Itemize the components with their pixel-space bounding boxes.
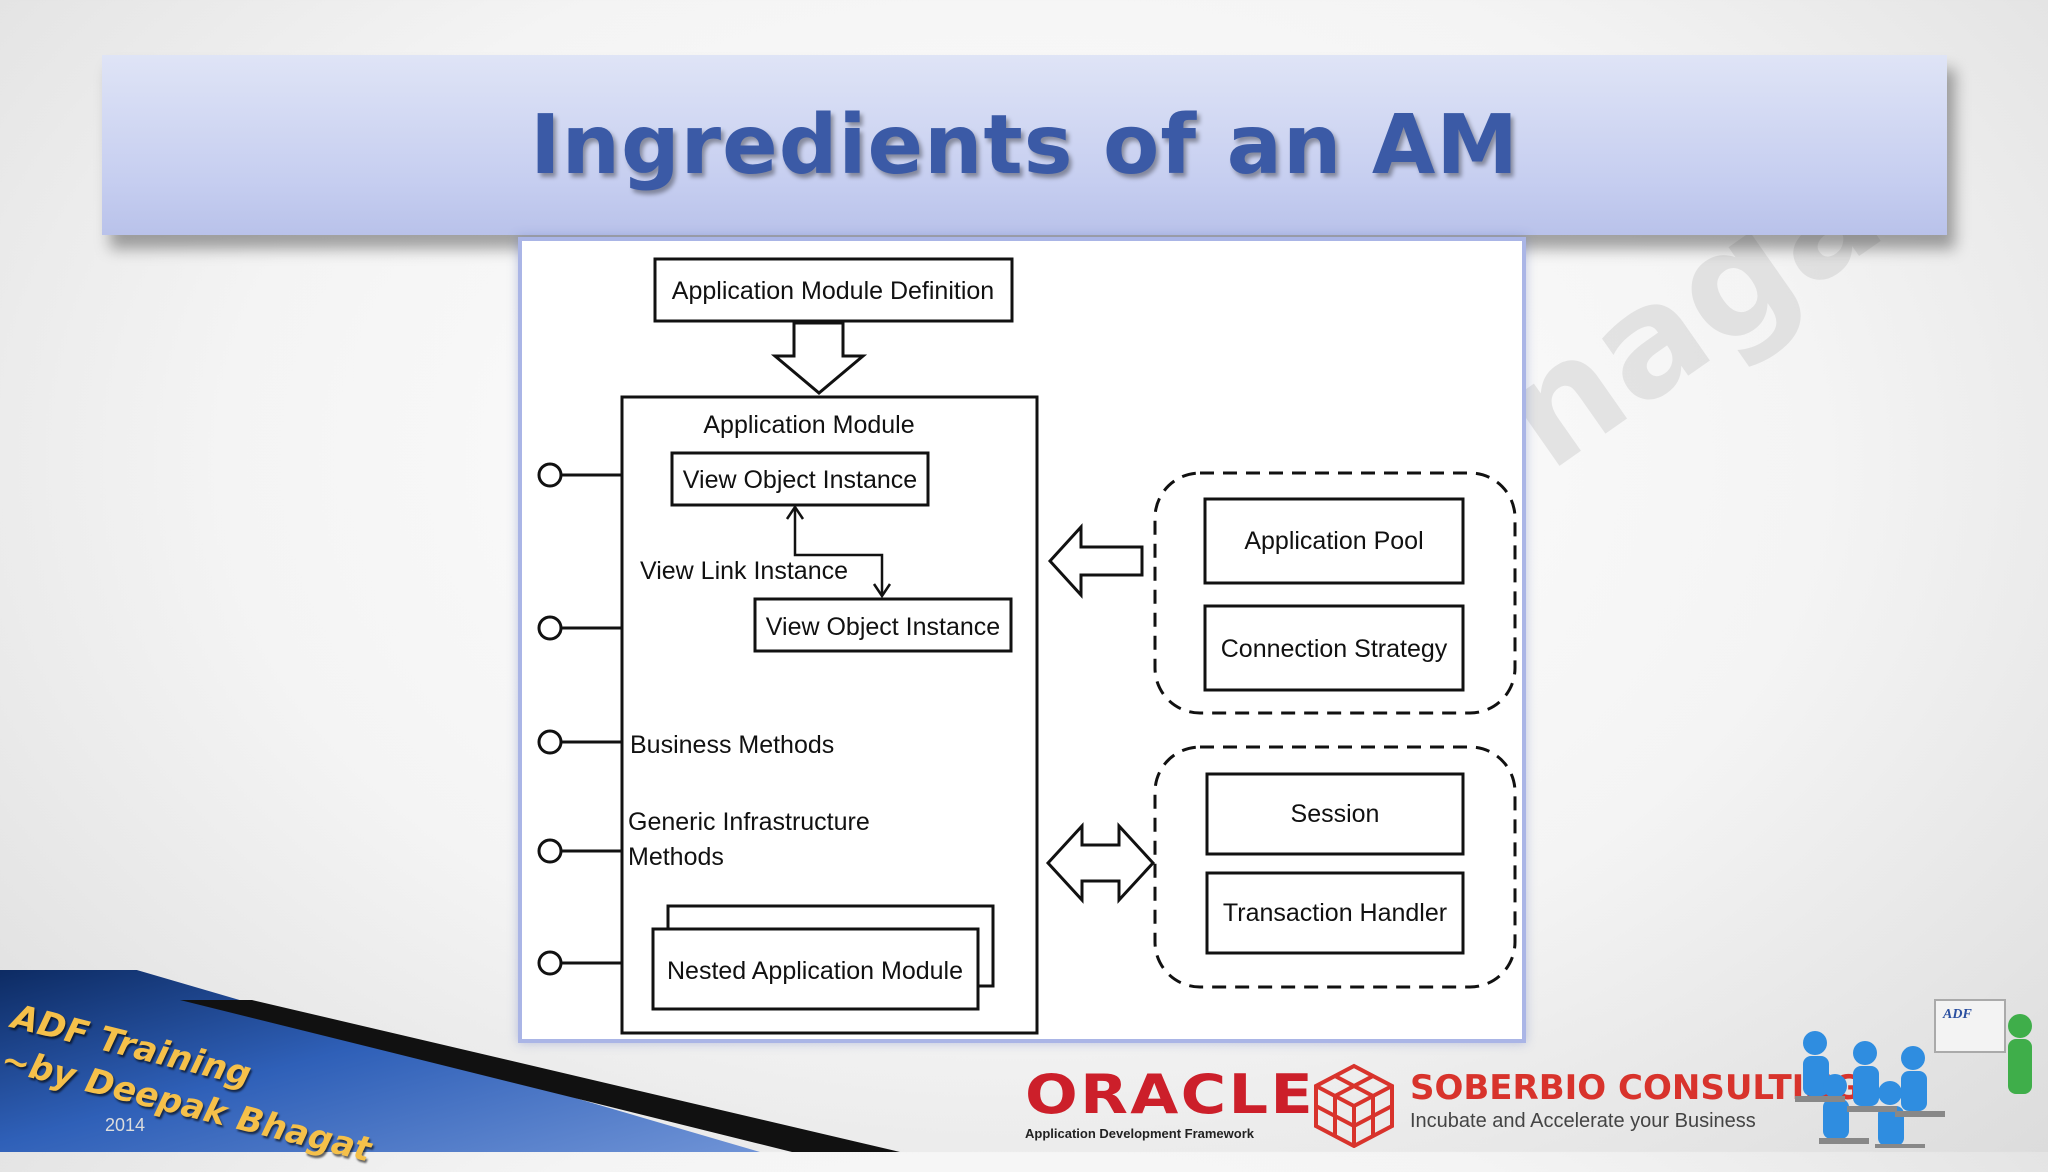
definition-label: Application Module Definition <box>672 277 994 305</box>
soberbio-logo: SOBERBIO CONSULTING Incubate and Acceler… <box>1410 1068 1861 1133</box>
transaction-handler-box <box>1205 871 1465 955</box>
view-link-instance-label: View Link Instance <box>640 557 848 585</box>
vo-instance-1-label: View Object Instance <box>683 466 917 494</box>
interface-circle-icon <box>537 950 563 976</box>
generic-infrastructure-label-2: Methods <box>628 843 724 871</box>
nested-am-front-box <box>651 927 980 1011</box>
session-box <box>1205 772 1465 856</box>
company-tagline: Incubate and Accelerate your Business <box>1410 1110 1756 1132</box>
am-diagram: Application Module Definition Applicatio… <box>518 237 1526 1043</box>
diagram-canvas: Application Module Definition Applicatio… <box>537 257 1517 1035</box>
view-link-connector <box>793 507 884 596</box>
slide-title: Ingredients of an AM <box>530 97 1519 193</box>
interface-connectors <box>537 462 622 976</box>
oracle-logo: ORACLE Application Development Framework <box>1025 1068 1313 1142</box>
interface-circle-icon <box>537 729 563 755</box>
generic-infrastructure-label: Generic Infrastructure <box>628 808 870 836</box>
mini-board <box>1934 999 2006 1053</box>
title-bar: Ingredients of an AM <box>102 55 1947 235</box>
session-label: Session <box>1291 800 1380 828</box>
interface-circle-icon <box>537 462 563 488</box>
company-name: SOBERBIO CONSULTING <box>1410 1068 1861 1108</box>
transaction-handler-label: Transaction Handler <box>1223 899 1447 927</box>
interface-circle-icon <box>537 615 563 641</box>
application-pool-label: Application Pool <box>1244 527 1423 555</box>
double-arrow-icon <box>1045 822 1156 904</box>
oracle-wordmark: ORACLE <box>1025 1063 1316 1126</box>
cube-logo-icon <box>1314 1063 1394 1148</box>
pool-group-dashed <box>1153 471 1517 715</box>
arrow-down-icon <box>872 583 892 599</box>
application-module-label: Application Module <box>703 411 914 439</box>
down-arrow-icon <box>770 321 868 395</box>
training-year: 2014 <box>105 1115 146 1135</box>
classroom-people-icon: ADF <box>1795 999 2032 1148</box>
session-group-dashed <box>1153 745 1517 989</box>
connection-strategy-box <box>1203 604 1465 692</box>
oracle-subtitle: Application Development Framework <box>1025 1126 1254 1141</box>
left-arrow-icon <box>1047 523 1144 599</box>
arrow-up-icon <box>785 504 805 520</box>
business-methods-label: Business Methods <box>630 731 834 759</box>
mini-board-label: ADF <box>1942 1007 1972 1022</box>
vo-instance-1-box <box>670 451 930 507</box>
connection-strategy-label: Connection Strategy <box>1221 635 1448 663</box>
vo-instance-2-label: View Object Instance <box>766 613 1000 641</box>
application-pool-box <box>1203 497 1465 585</box>
vo-instance-2-box <box>753 597 1013 653</box>
application-module-box <box>620 395 1039 1035</box>
interface-circle-icon <box>537 838 563 864</box>
nested-am-label: Nested Application Module <box>667 957 963 985</box>
definition-box <box>653 257 1014 323</box>
